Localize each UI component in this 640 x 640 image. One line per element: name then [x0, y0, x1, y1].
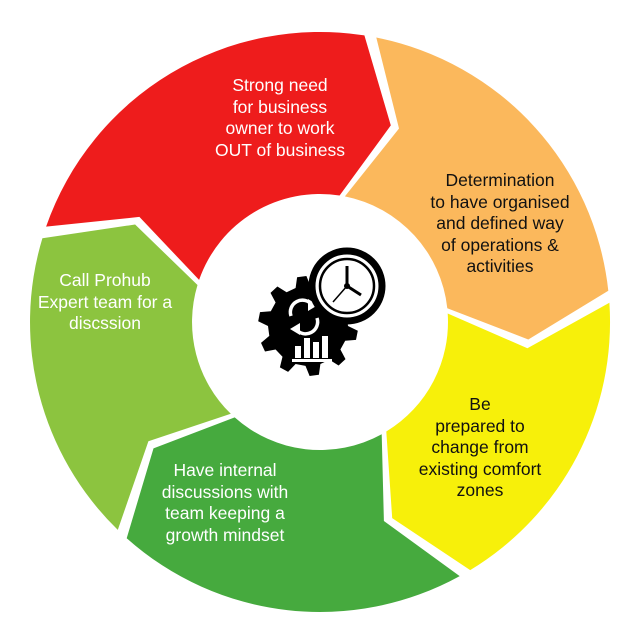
- segment-text-call-prohub: Call Prohub Expert team for a discssion: [37, 270, 173, 333]
- segment-text-be-prepared: Be prepared to change from existing comf…: [418, 394, 542, 500]
- segment-text-strong-need: Strong need for business owner to work O…: [214, 75, 345, 160]
- segment-text-internal-discussions: Have internal discussions with team keep…: [161, 460, 289, 545]
- segment-text-determination: Determination to have organised and defi…: [430, 170, 570, 276]
- segment-call-prohub: [30, 224, 231, 530]
- segment-strong-need: [46, 31, 391, 280]
- segment-be-prepared: [386, 302, 611, 571]
- segment-determination: [344, 37, 609, 340]
- segment-internal-discussions: [126, 417, 460, 612]
